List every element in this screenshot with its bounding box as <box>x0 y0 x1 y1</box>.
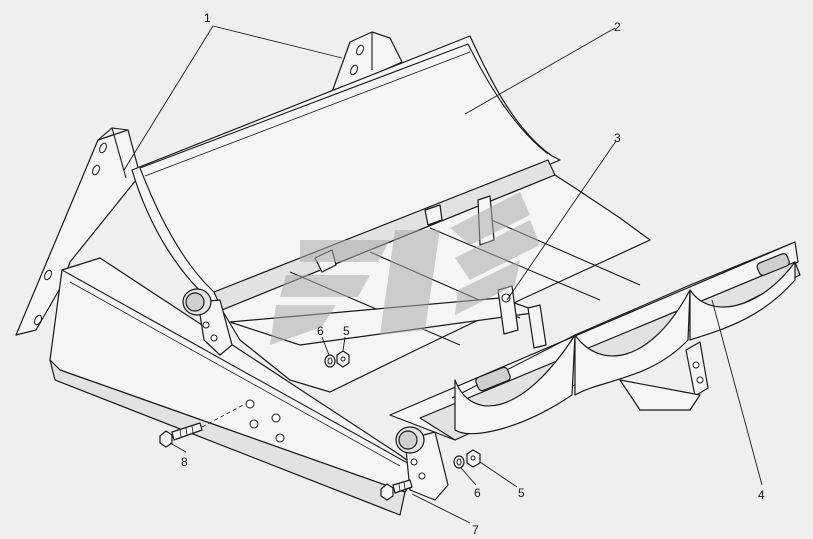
curved-trough-panel <box>131 35 561 306</box>
front-right-beam <box>389 241 801 441</box>
callout-8: 8 <box>181 455 188 469</box>
left-hinge <box>182 288 233 356</box>
callout-4: 4 <box>758 488 765 502</box>
bolt-8 <box>159 403 246 448</box>
callout-2: 2 <box>614 20 621 34</box>
callout-1: 1 <box>204 11 211 25</box>
front-hinge <box>395 426 449 501</box>
callout-3: 3 <box>614 131 621 145</box>
washer-6-upper <box>324 354 336 368</box>
leader-lines <box>123 25 763 524</box>
callout-6-upper: 6 <box>317 324 324 338</box>
bolt-7 <box>380 479 413 501</box>
nut-5-upper <box>336 350 350 368</box>
nut-5-lower <box>466 449 481 468</box>
callout-7: 7 <box>472 523 479 537</box>
watermark-logo <box>270 192 540 345</box>
callout-5-lower: 5 <box>518 486 525 500</box>
left-mounting-bracket <box>15 127 141 336</box>
callout-6-lower: 6 <box>474 486 481 500</box>
callout-5-upper: 5 <box>343 324 350 338</box>
washer-6-lower <box>453 455 465 469</box>
front-left-beam <box>49 257 421 516</box>
callout-labels: 1 2 3 4 5 6 5 6 7 8 <box>181 11 765 537</box>
